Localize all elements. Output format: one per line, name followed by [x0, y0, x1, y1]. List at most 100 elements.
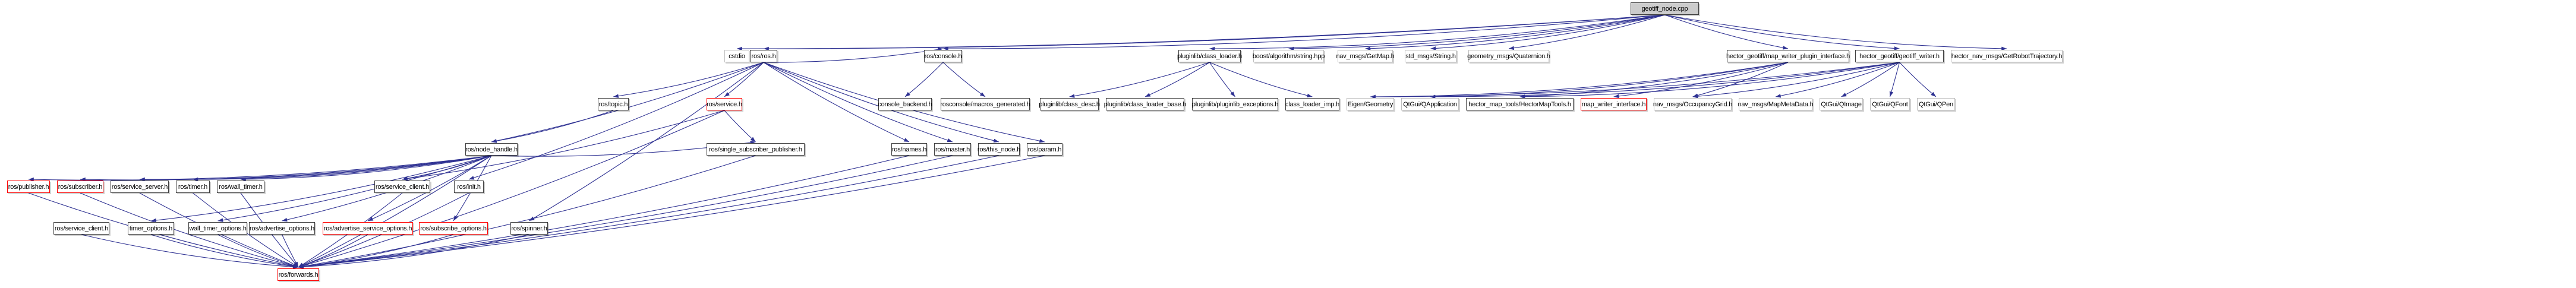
graph-node[interactable]: ros/param.h: [1027, 143, 1062, 156]
graph-edge: [240, 155, 492, 182]
graph-edge: [1899, 62, 1937, 97]
graph-edge: [150, 234, 299, 269]
graph-node[interactable]: ros/subscriber.h: [57, 181, 103, 193]
graph-node[interactable]: QtGui/QFont: [1870, 98, 1910, 110]
graph-node[interactable]: wall_timer_options.h: [188, 222, 247, 235]
graph-edge: [402, 110, 725, 181]
graph-node[interactable]: ros/this_node.h: [978, 143, 1020, 156]
graph-node[interactable]: ros/topic.h: [598, 98, 629, 110]
graph-node[interactable]: rosconsole/macros_generated.h: [940, 98, 1030, 110]
graph-node[interactable]: ros/forwards.h: [278, 268, 319, 281]
graph-node[interactable]: hector_geotiff/geotiff_writer.h: [1855, 50, 1944, 62]
graph-node[interactable]: timer_options.h: [128, 222, 174, 235]
graph-edge: [298, 155, 999, 269]
graph-edge: [529, 62, 764, 221]
graph-edge: [298, 155, 1045, 269]
graph-edge: [468, 62, 764, 180]
graph-node[interactable]: console_backend.h: [878, 98, 932, 110]
graph-node[interactable]: ros/advertise_options.h: [249, 222, 315, 235]
graph-node[interactable]: hector_map_tools/HectorMapTools.h: [1466, 98, 1574, 110]
graph-node[interactable]: hector_geotiff/map_writer_plugin_interfa…: [1726, 50, 1850, 62]
graph-node[interactable]: nav_msgs/GetMap.h: [1336, 50, 1395, 62]
graph-edge: [1889, 62, 1900, 97]
graph-edge: [1370, 62, 1900, 99]
graph-edge: [763, 48, 944, 63]
graph-edge: [1664, 14, 1900, 50]
graph-node[interactable]: ros/names.h: [891, 143, 927, 156]
graph-node[interactable]: geometry_msgs/Quaternion.h: [1467, 50, 1550, 62]
graph-node[interactable]: pluginlib/class_desc.h: [1039, 98, 1100, 110]
graph-node[interactable]: cstdio: [724, 50, 749, 62]
graph-edge: [1370, 62, 1789, 99]
graph-node[interactable]: geotiff_node.cpp: [1631, 2, 1699, 15]
graph-node[interactable]: nav_msgs/MapMetaData.h: [1738, 98, 1814, 110]
graph-node[interactable]: map_writer_interface.h: [1581, 98, 1647, 110]
graph-edge: [298, 234, 529, 269]
graph-edge: [763, 62, 953, 143]
graph-node[interactable]: ros/console.h: [924, 50, 962, 62]
graph-node[interactable]: std_msgs/String.h: [1405, 50, 1456, 62]
graph-node[interactable]: ros/node_handle.h: [465, 143, 518, 156]
graph-edge: [1508, 14, 1665, 50]
graph-node[interactable]: ros/service_client.h: [374, 181, 430, 193]
graph-node[interactable]: ros/subscribe_options.h: [419, 222, 488, 235]
graph-node[interactable]: ros/single_subscriber_publisher.h: [707, 143, 805, 156]
graph-edge: [1069, 62, 1210, 98]
graph-edge: [28, 192, 299, 268]
graph-edge: [1664, 14, 2007, 51]
graph-edge: [1430, 62, 1900, 99]
graph-edge: [298, 155, 910, 269]
graph-node[interactable]: QtGui/QApplication: [1401, 98, 1459, 110]
graph-edge: [1144, 62, 1210, 97]
graph-edge: [298, 234, 368, 268]
graph-node[interactable]: ros/service_server.h: [111, 181, 169, 193]
graph-node[interactable]: ros/advertise_service_options.h: [323, 222, 413, 235]
graph-node[interactable]: ros/ros.h: [750, 50, 777, 62]
graph-node[interactable]: QtGui/QPen: [1917, 98, 1955, 110]
graph-node[interactable]: pluginlib/class_loader_base.h: [1104, 98, 1186, 110]
graph-node[interactable]: ros/publisher.h: [7, 181, 50, 193]
graph-node[interactable]: nav_msgs/OccupancyGrid.h: [1653, 98, 1732, 110]
graph-node[interactable]: boost/algorithm/string.hpp: [1253, 50, 1325, 62]
graph-edge: [1209, 62, 1235, 97]
graph-node[interactable]: class_loader_imp.h: [1285, 98, 1339, 110]
graph-node[interactable]: ros/master.h: [934, 143, 971, 156]
graph-edge: [80, 192, 299, 268]
graph-node[interactable]: ros/service_client.h: [53, 222, 109, 235]
graph-edge: [1519, 62, 1789, 99]
graph-edge: [763, 14, 1665, 51]
graph-edge: [942, 62, 986, 97]
graph-node[interactable]: ros/timer.h: [176, 181, 210, 193]
graph-edge: [942, 14, 1665, 51]
graph-node[interactable]: ros/service.h: [707, 98, 742, 110]
graph-node[interactable]: ros/spinner.h: [510, 222, 548, 235]
graph-edge: [80, 155, 492, 182]
graph-edge: [1519, 62, 1900, 99]
graph-node[interactable]: Eigen/Geometry: [1347, 98, 1394, 110]
graph-edge: [193, 155, 492, 182]
graph-edge: [1841, 62, 1900, 97]
graph-edge: [1209, 14, 1665, 51]
graph-node[interactable]: QtGui/QImage: [1820, 98, 1863, 110]
graph-edge: [763, 62, 910, 143]
graph-edge: [724, 110, 756, 143]
graph-edge: [28, 155, 492, 182]
graph-node[interactable]: pluginlib/class_loader.h: [1177, 50, 1242, 62]
graph-edge: [298, 155, 756, 268]
graph-node[interactable]: ros/init.h: [454, 181, 484, 193]
graph-node[interactable]: hector_nav_msgs/GetRobotTrajectory.h: [1951, 50, 2063, 62]
graph-edge: [81, 234, 299, 269]
graph-edge: [217, 234, 299, 268]
graph-edge: [139, 155, 492, 182]
graph-edge: [736, 14, 1665, 51]
graph-edge: [282, 234, 299, 268]
graph-node[interactable]: pluginlib/pluginlib_exceptions.h: [1192, 98, 1278, 110]
graph-edge: [904, 62, 944, 97]
graph-node[interactable]: ros/wall_timer.h: [217, 181, 264, 193]
graph-edge: [1664, 14, 1789, 50]
graph-edge: [1430, 14, 1665, 50]
graph-edge: [298, 155, 953, 269]
graph-edge: [1365, 14, 1665, 51]
graph-edge: [298, 110, 725, 268]
